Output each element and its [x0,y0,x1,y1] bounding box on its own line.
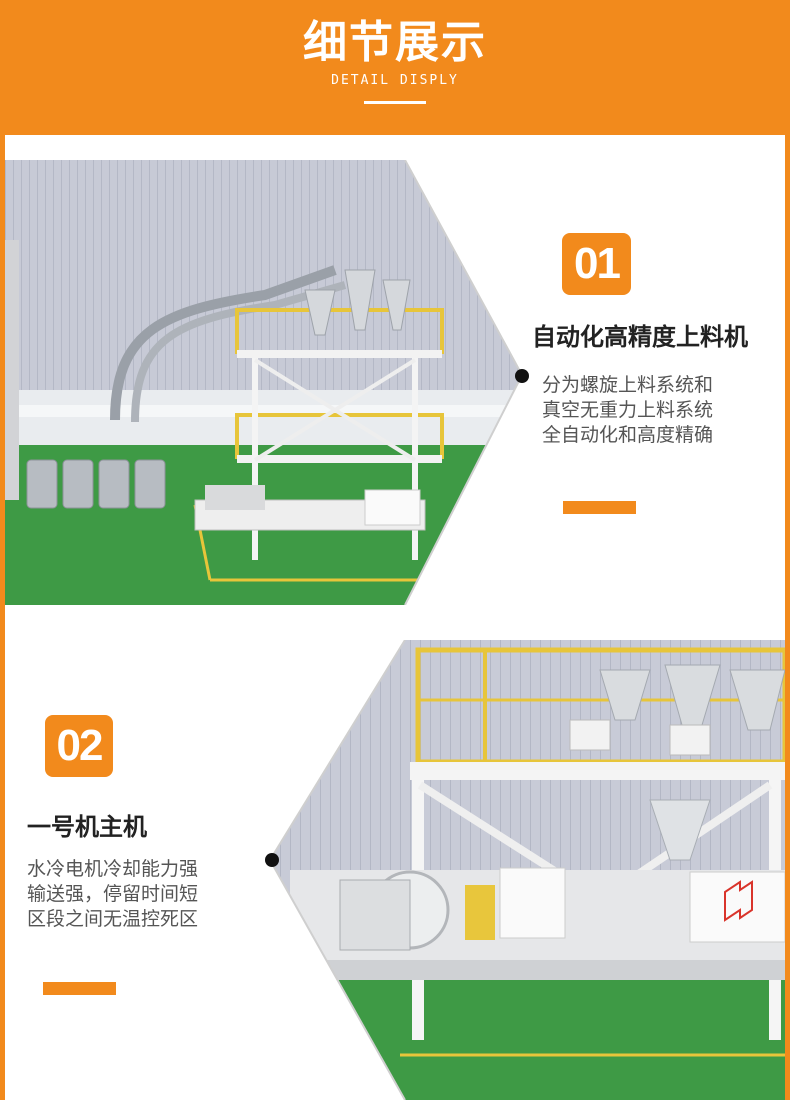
page-header: 细节展示 DETAIL DISPLY [0,0,790,135]
page-subtitle: DETAIL DISPLY [331,73,459,88]
section-description-line: 水冷电机冷却能力强 [27,858,199,880]
section-description-1: 分为螺旋上料系统和 真空无重力上料系统 全自动化和高度精确 [542,373,713,448]
connector-dot-2 [265,853,279,867]
section-description-line: 全自动化和高度精确 [542,424,714,446]
main-extruder-photo [270,640,785,1100]
section-description-line: 输送强，停留时间短 [27,883,199,905]
section-description-line: 真空无重力上料系统 [542,399,714,421]
section-number-badge-1: 01 [562,233,631,295]
accent-bar-2 [43,982,116,995]
section-title-1: 自动化高精度上料机 [532,323,748,351]
section-title-2: 一号机主机 [27,813,147,841]
section-description-line: 分为螺旋上料系统和 [542,374,714,396]
section-description-line: 区段之间无温控死区 [27,908,199,930]
connector-dot-1 [515,369,529,383]
feeder-machine-photo [5,160,535,605]
content-panel: 01 自动化高精度上料机 分为螺旋上料系统和 真空无重力上料系统 全自动化和高度… [5,135,785,1100]
page-title: 细节展示 [303,17,487,68]
title-underline [364,101,426,104]
section-number-badge-2: 02 [45,715,113,777]
accent-bar-1 [563,501,636,514]
section-description-2: 水冷电机冷却能力强 输送强，停留时间短 区段之间无温控死区 [27,857,198,932]
